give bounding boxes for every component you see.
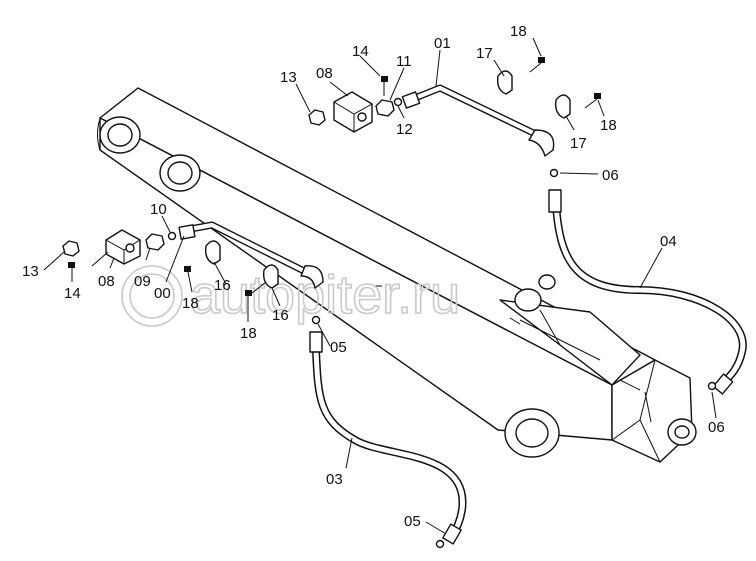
- leader-lines: [43, 37, 717, 535]
- arm-body: [97, 87, 697, 463]
- label-part-13: 13: [280, 69, 297, 86]
- pipe-00: [178, 221, 324, 289]
- label-part-08: 08: [316, 65, 333, 82]
- label-part-18: 18: [240, 325, 257, 342]
- watermark: autopiter.ru: [121, 264, 461, 327]
- label-part-04: 04: [660, 233, 677, 250]
- label-part-00: 00: [154, 285, 171, 302]
- hose-03: [309, 331, 467, 545]
- label-part-03: 03: [326, 471, 343, 488]
- label-part-06: 06: [602, 167, 619, 184]
- label-part-14: 14: [352, 43, 369, 60]
- label-part-17: 17: [570, 135, 587, 152]
- label-part-18: 18: [182, 295, 199, 312]
- upper-fittings: [308, 57, 601, 178]
- label-part-08: 08: [98, 273, 115, 290]
- label-part-10: 10: [150, 201, 167, 218]
- pipe-01: [401, 84, 555, 157]
- label-part-11: 11: [396, 53, 412, 70]
- label-part-13: 13: [22, 263, 39, 280]
- label-part-18: 18: [600, 117, 617, 134]
- label-part-09: 09: [134, 273, 151, 290]
- label-part-14: 14: [64, 285, 81, 302]
- label-part-17: 17: [476, 45, 493, 62]
- hose-04: [548, 189, 747, 395]
- label-part-16: 16: [272, 307, 289, 324]
- label-part-05: 05: [404, 513, 421, 530]
- label-part-16: 16: [214, 277, 231, 294]
- lower-fittings: [62, 229, 717, 549]
- label-part-18: 18: [510, 23, 527, 40]
- label-part-12: 12: [396, 121, 413, 138]
- watermark-text: autopiter.ru: [190, 265, 460, 325]
- part-labels: 01 18 17 18 17 06 04 06 14 08 13 11 12 1…: [22, 23, 725, 530]
- label-part-01: 01: [434, 35, 451, 52]
- label-part-05: 05: [330, 339, 347, 356]
- label-part-06: 06: [708, 419, 725, 436]
